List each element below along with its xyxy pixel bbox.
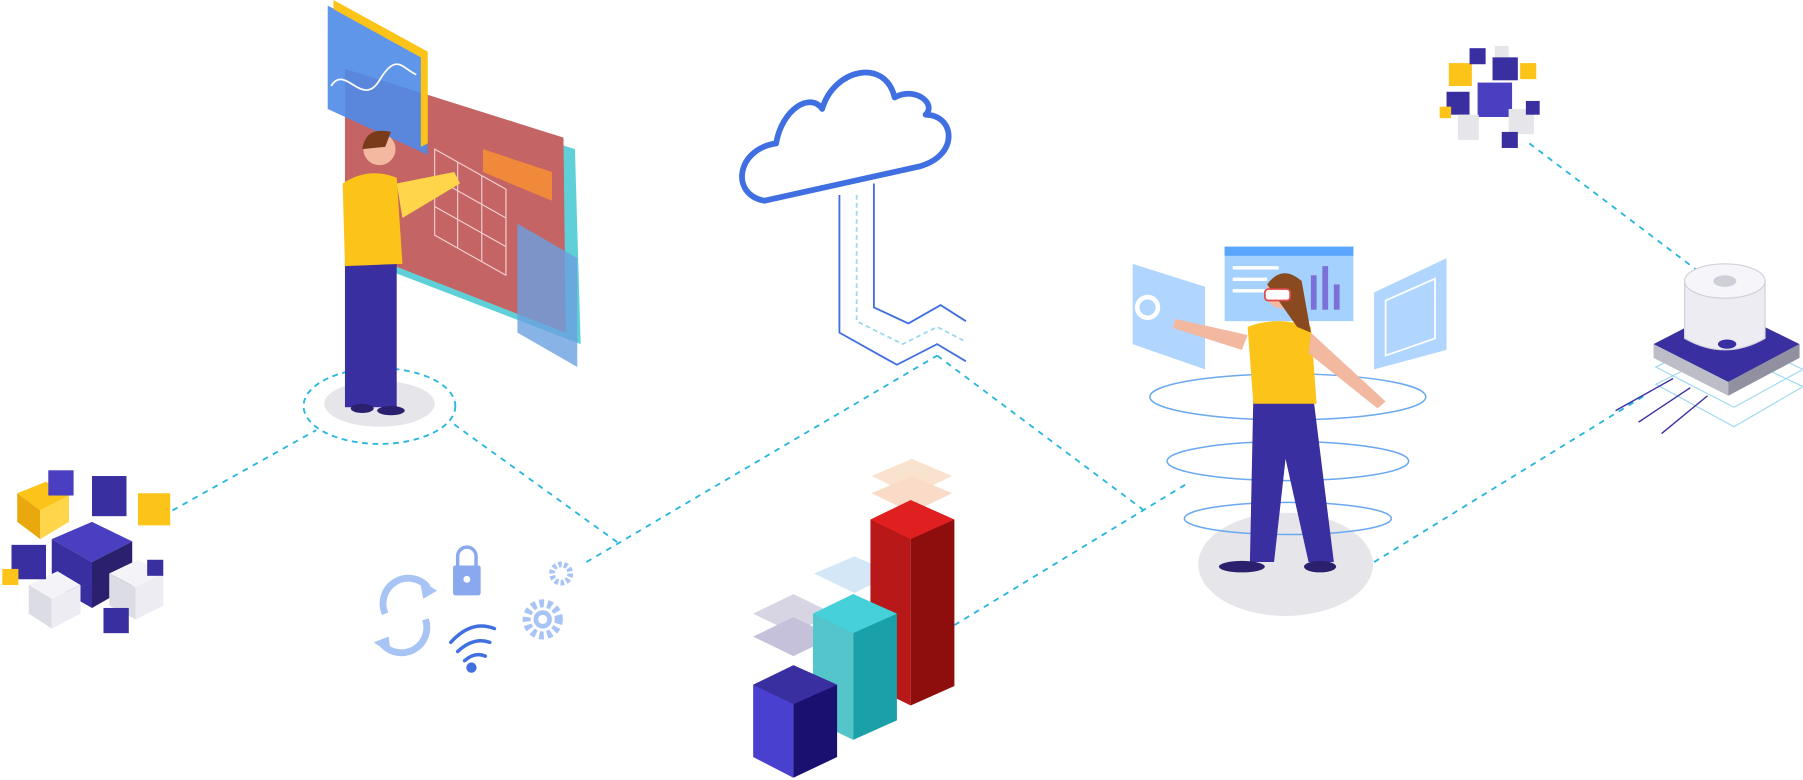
connector-line	[953, 480, 1191, 626]
cloud-icon	[739, 69, 952, 204]
cloud-cables	[838, 183, 967, 366]
server-chip-icon	[1615, 263, 1803, 435]
bar-chart-icon	[753, 458, 955, 778]
gear-icon	[522, 561, 574, 640]
analyst-at-dashboard	[302, 0, 581, 445]
cube-cluster-icon	[1439, 45, 1540, 148]
connector-line	[1373, 394, 1645, 563]
connector-lines	[172, 142, 1697, 626]
vr-user-with-holograms	[1132, 246, 1447, 616]
cube-cluster-icon	[2, 470, 171, 634]
connector-line	[936, 354, 1145, 512]
wifi-icon	[449, 624, 497, 673]
connector-line	[1528, 142, 1697, 271]
connector-line	[172, 429, 317, 512]
sync-icon	[373, 574, 437, 657]
lock-icon	[453, 545, 481, 596]
connector-line	[453, 423, 622, 546]
platform-ring	[302, 367, 457, 445]
